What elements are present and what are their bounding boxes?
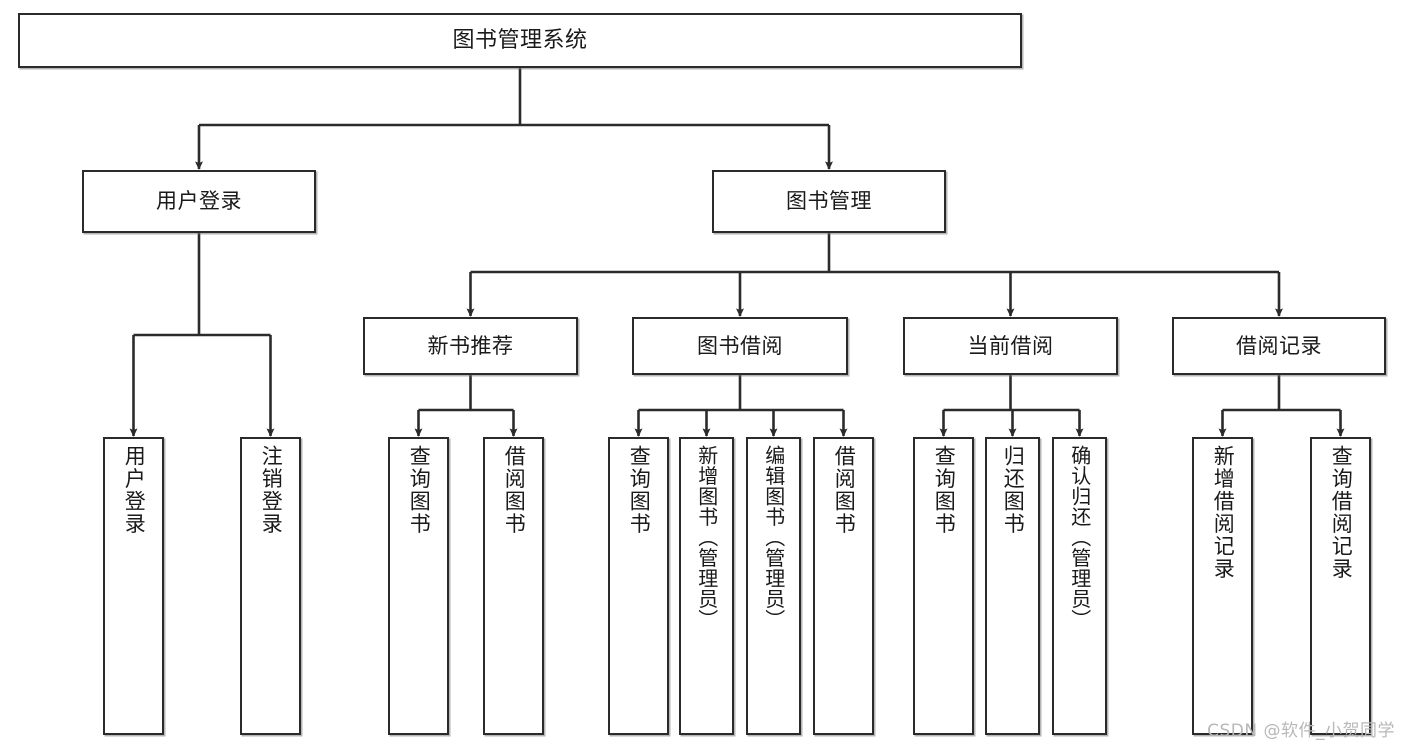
node-label: 编辑图书（管理员） bbox=[761, 445, 786, 630]
node-label: 当前借阅 bbox=[967, 333, 1054, 358]
node-n7[interactable]: 用户登录 bbox=[103, 437, 164, 735]
node-n12[interactable]: 新增图书（管理员） bbox=[679, 437, 734, 735]
node-n16[interactable]: 归还图书 bbox=[985, 437, 1040, 735]
node-label: 借阅图书 bbox=[832, 445, 857, 535]
node-n2[interactable]: 图书管理 bbox=[712, 170, 946, 233]
node-n13[interactable]: 编辑图书（管理员） bbox=[746, 437, 801, 735]
node-n19[interactable]: 查询借阅记录 bbox=[1310, 437, 1371, 735]
node-n11[interactable]: 查询图书 bbox=[608, 437, 669, 735]
watermark-text: CSDN @软件_小贺同学 bbox=[1207, 721, 1395, 741]
node-n4[interactable]: 图书借阅 bbox=[632, 317, 848, 375]
node-label: 注销登录 bbox=[259, 445, 284, 535]
node-label: 借阅图书 bbox=[502, 445, 527, 535]
node-label: 图书管理系统 bbox=[452, 27, 588, 53]
node-n15[interactable]: 查询图书 bbox=[913, 437, 974, 735]
node-label: 图书管理 bbox=[786, 189, 872, 214]
node-label: 确认归还（管理员） bbox=[1067, 445, 1092, 630]
node-label: 新增图书（管理员） bbox=[694, 445, 719, 630]
node-label: 用户登录 bbox=[122, 445, 147, 535]
node-n10[interactable]: 借阅图书 bbox=[483, 437, 544, 735]
node-n0[interactable]: 图书管理系统 bbox=[18, 13, 1022, 68]
node-label: 借阅记录 bbox=[1236, 333, 1322, 358]
node-label: 图书借阅 bbox=[697, 333, 783, 358]
node-label: 新书推荐 bbox=[427, 333, 514, 358]
node-label: 归还图书 bbox=[1001, 445, 1026, 535]
node-label: 查询图书 bbox=[627, 445, 652, 535]
node-n1[interactable]: 用户登录 bbox=[82, 170, 316, 233]
node-label: 查询图书 bbox=[932, 445, 957, 535]
node-n17[interactable]: 确认归还（管理员） bbox=[1052, 437, 1107, 735]
node-n14[interactable]: 借阅图书 bbox=[813, 437, 874, 735]
node-n5[interactable]: 当前借阅 bbox=[903, 317, 1118, 375]
node-n6[interactable]: 借阅记录 bbox=[1172, 317, 1386, 375]
node-n9[interactable]: 查询图书 bbox=[388, 437, 449, 735]
node-label: 用户登录 bbox=[156, 189, 242, 214]
node-n3[interactable]: 新书推荐 bbox=[363, 317, 578, 375]
node-n18[interactable]: 新增借阅记录 bbox=[1192, 437, 1253, 735]
node-label: 查询借阅记录 bbox=[1329, 445, 1354, 580]
node-label: 新增借阅记录 bbox=[1211, 445, 1236, 580]
node-n8[interactable]: 注销登录 bbox=[240, 437, 301, 735]
node-label: 查询图书 bbox=[407, 445, 432, 535]
